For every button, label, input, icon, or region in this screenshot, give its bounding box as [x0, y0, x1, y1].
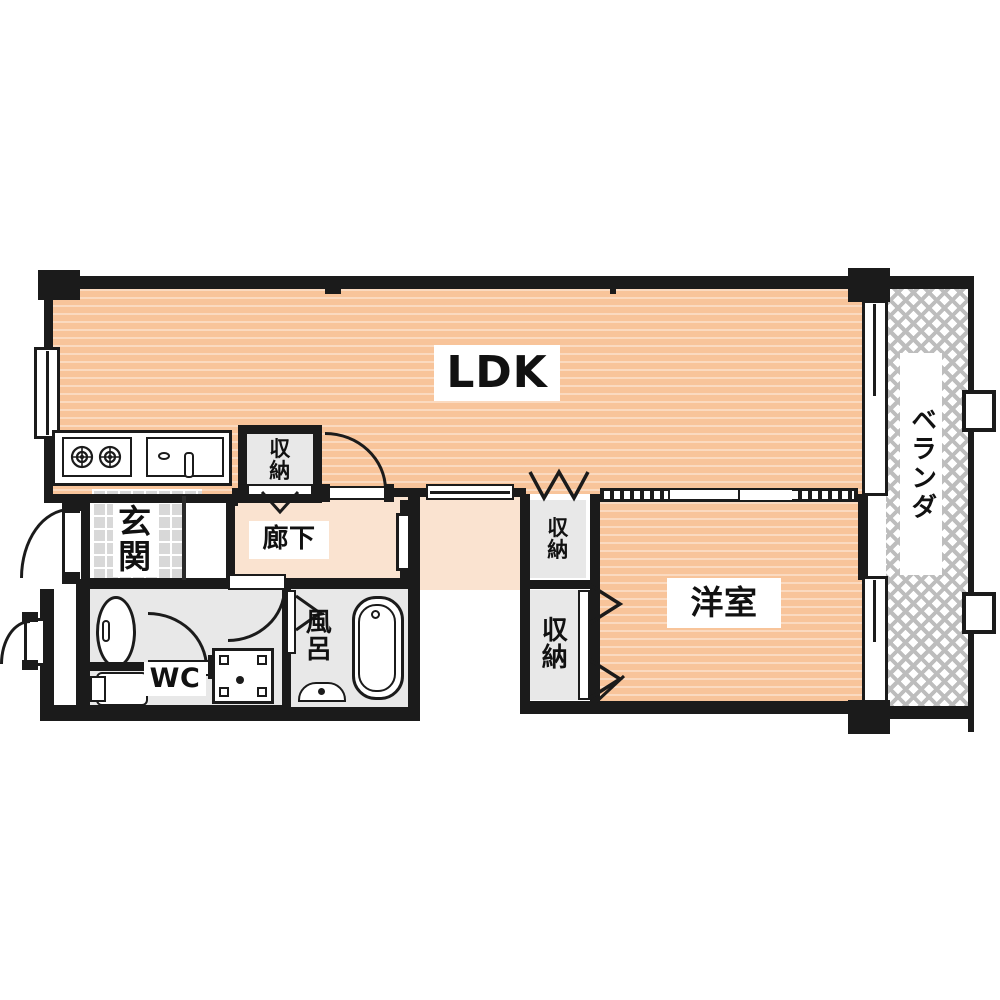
- room-label-genkan: 玄 関: [113, 503, 157, 577]
- bath-shower-icon: [318, 688, 325, 695]
- wall-hall-bath-divider: [408, 494, 420, 584]
- washer-pan-corner-bl: [219, 687, 229, 697]
- wall-genkan-bottom: [76, 578, 236, 589]
- bedroom-floor: [600, 494, 862, 710]
- service-door-hinge-bottom: [22, 660, 38, 670]
- gas-stove-burners-icon: [70, 445, 122, 469]
- veranda-outer-rail: [968, 276, 974, 732]
- exterior-wall-left-ldk-lower: [44, 438, 53, 500]
- exterior-wall-right-mid: [858, 494, 868, 580]
- room-label-hallway: 廊下: [249, 521, 329, 559]
- bedroom-corner-hatch: [592, 674, 626, 706]
- closet-room-top-open-marker: [528, 468, 590, 502]
- pillar-top-right: [848, 268, 890, 302]
- closet-column-divider: [520, 580, 600, 589]
- room-label-ldk: LDK: [434, 345, 560, 401]
- room-partition-rail-left[interactable]: [604, 490, 668, 500]
- room-partition-panel-right[interactable]: [740, 490, 804, 500]
- washer-pan-corner-br: [257, 687, 267, 697]
- sink-drain-icon: [158, 452, 170, 460]
- ldk-west-window-mullion: [46, 351, 49, 435]
- closet-room-top-interior: [530, 500, 586, 578]
- veranda-top-wall: [886, 276, 972, 289]
- bath-door-open-marker: [295, 594, 323, 632]
- hall-door-jamb-left: [320, 484, 330, 502]
- sink-faucet-icon: [184, 452, 194, 478]
- closet-column-left-wall: [520, 494, 530, 710]
- washer-pan-corner-tr: [257, 655, 267, 665]
- storage-label-room-top: 収 納: [547, 515, 569, 562]
- bathtub-inner-outline: [358, 604, 396, 692]
- closet-column-right-wall: [590, 494, 600, 710]
- hall-door-jamb-right: [384, 484, 394, 502]
- wall-ldk-bottom-mid: [232, 488, 238, 506]
- exterior-wall-top: [52, 276, 862, 289]
- room-partition-rail-right[interactable]: [792, 490, 854, 500]
- washer-pan: [212, 648, 274, 704]
- hall-door-panel[interactable]: [325, 486, 389, 500]
- veranda-sliding-door-lower-mullion: [873, 580, 876, 642]
- beam-mark-2: [610, 282, 616, 294]
- wall-washroom-top-right: [235, 578, 418, 589]
- genkan-step-floor: [185, 496, 233, 582]
- closet-hall-interior: [247, 434, 313, 486]
- service-door-hinge-top: [22, 612, 38, 622]
- closet-room-big-panel[interactable]: [578, 590, 590, 700]
- storage-label-room-big: 収 納: [541, 615, 569, 673]
- closet-room-big-interior: [530, 590, 580, 700]
- storage-label-hall: 収 納: [269, 436, 291, 483]
- service-door-arc[interactable]: [0, 620, 30, 664]
- washer-pan-corner-tl: [219, 655, 229, 665]
- ldk-sliding-door-rail: [430, 491, 510, 494]
- toilet-tank: [90, 676, 106, 702]
- room-label-bath: 風 呂: [305, 607, 333, 665]
- washer-pan-drain-icon: [236, 676, 244, 684]
- wall-bath-right: [408, 578, 420, 711]
- genkan-step-edge: [182, 496, 186, 580]
- entrance-door-arc[interactable]: [20, 508, 70, 578]
- hallway-floor-lower: [398, 494, 538, 590]
- exterior-wall-left-ldk-upper: [44, 289, 53, 347]
- wall-ldk-bottom-left: [44, 494, 234, 503]
- gas-stove: [62, 437, 132, 477]
- room-label-bedroom: 洋室: [667, 578, 781, 628]
- wc-wall-segment: [90, 662, 148, 671]
- veranda-bottom-wall: [886, 706, 972, 719]
- room-label-wc: WC: [144, 662, 206, 696]
- room-label-veranda: ベランダ: [900, 353, 942, 575]
- veranda-rail-notch-lower: [962, 592, 996, 634]
- wall-washroom-left: [76, 589, 90, 711]
- closet-hall-open-marker: [260, 490, 300, 515]
- veranda-rail-notch-upper: [962, 390, 996, 432]
- bath-door-panel[interactable]: [286, 590, 296, 654]
- wall-washroom-bottom: [40, 705, 420, 721]
- wall-genkan-right: [226, 494, 235, 584]
- wall-bedroom-bottom: [520, 701, 862, 714]
- beam-mark-1: [325, 282, 341, 294]
- closet-room-big-open-marker-upper: [589, 583, 624, 625]
- veranda-sliding-door-upper-mullion: [873, 304, 876, 396]
- washbasin-drain-icon: [102, 620, 110, 642]
- entrance-door-hinge-bottom: [62, 572, 80, 584]
- room-partition-panel-left[interactable]: [668, 488, 740, 501]
- entrance-door-hinge-top: [62, 503, 80, 513]
